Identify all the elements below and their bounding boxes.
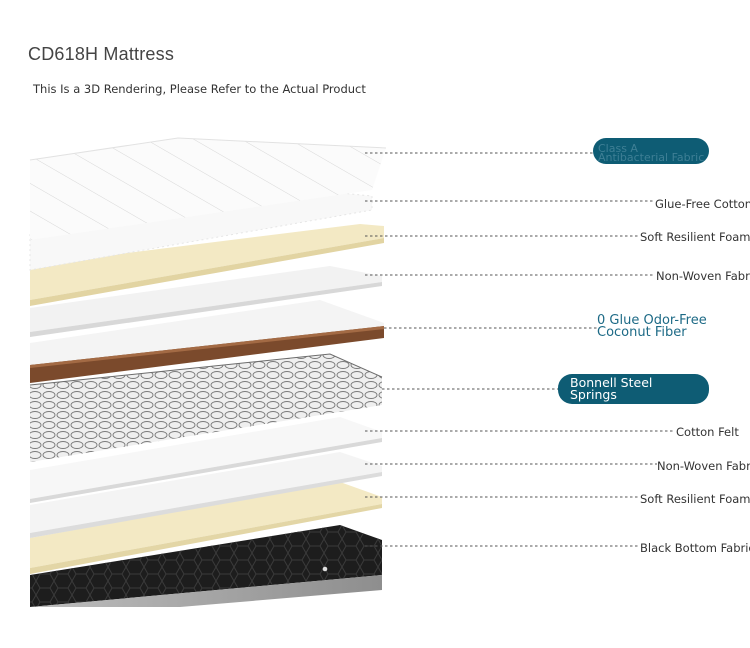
page-title: CD618H Mattress	[28, 44, 175, 64]
label-soft-resilient-foam-1: Soft Resilient Foam	[640, 230, 750, 244]
layer-coconut-fiber	[30, 300, 384, 383]
label-bonnell-springs: Bonnell Steel Springs	[558, 374, 709, 404]
leader-lines	[365, 152, 675, 547]
layer-glue-free-cotton	[29, 191, 373, 271]
layer-bonnell-springs	[29, 353, 383, 462]
label-coconut-fiber: 0 Glue Odor-Free Coconut Fiber	[597, 313, 707, 340]
page-subtitle: This Is a 3D Rendering, Please Refer to …	[33, 82, 366, 96]
label-non-woven-fabric-2: Non-Woven Fabric	[657, 459, 750, 473]
label-antibacterial-fabric: Class A Antibacterial Fabric	[593, 138, 709, 164]
label-black-bottom-fabric: Black Bottom Fabric	[640, 541, 750, 555]
layer-non-woven-fabric-2	[30, 452, 382, 538]
label-cotton-felt: Cotton Felt	[676, 425, 739, 439]
layer-black-bottom-fabric	[30, 525, 382, 607]
label-soft-resilient-foam-2: Soft Resilient Foam	[640, 492, 750, 506]
layer-antibacterial-fabric	[29, 137, 387, 240]
layer-soft-resilient-foam-2	[30, 482, 382, 574]
layer-cotton-felt	[30, 417, 382, 503]
layer-soft-resilient-foam-1	[30, 224, 384, 306]
label-glue-free-cotton: Glue-Free Cotton	[655, 197, 750, 211]
layer-non-woven-fabric-1	[30, 266, 382, 337]
label-non-woven-fabric-1: Non-Woven Fabric	[656, 269, 750, 283]
